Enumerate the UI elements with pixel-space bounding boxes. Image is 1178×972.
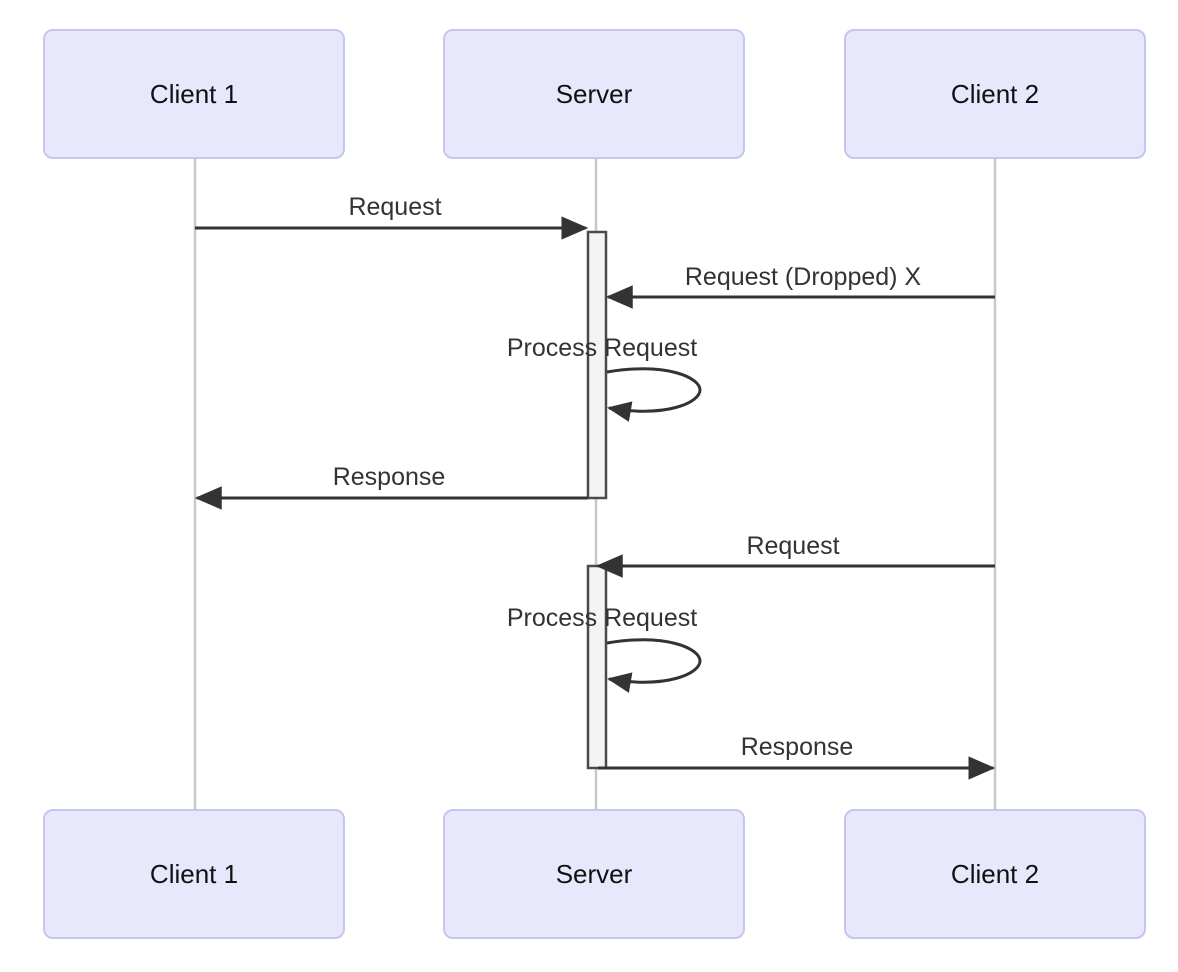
participant-box-rect (844, 809, 1146, 939)
participant-box-top-server[interactable]: Server (443, 29, 745, 159)
participant-box-rect (443, 29, 745, 159)
activation-bar-server-2 (586, 564, 608, 770)
message-response-server-to-client2[interactable]: Response (598, 733, 996, 780)
self-loop-path (606, 638, 702, 693)
participant-box-bottom-client1[interactable]: Client 1 (43, 809, 345, 939)
activation-bar-server-1 (586, 230, 608, 500)
participant-box-rect (844, 29, 1146, 159)
message-label: Response (741, 733, 854, 761)
participant-box-rect (443, 809, 745, 939)
participant-label: Server (556, 859, 633, 889)
message-label: Process Request (507, 604, 697, 632)
message-request-dropped-client2-to-server[interactable]: Request (Dropped) X (605, 263, 995, 309)
participant-box-top-client1[interactable]: Client 1 (43, 29, 345, 159)
message-request-client2-to-server[interactable]: Request (595, 532, 995, 578)
message-label: Request (Dropped) X (685, 263, 922, 291)
message-label: Request (348, 193, 441, 221)
participant-box-bottom-server[interactable]: Server (443, 809, 745, 939)
message-label: Process Request (507, 334, 697, 362)
message-label: Request (746, 532, 839, 560)
participant-box-rect (43, 809, 345, 939)
participant-label: Client 2 (951, 859, 1039, 889)
participant-label: Server (556, 79, 633, 109)
message-response-server-to-client1[interactable]: Response (194, 463, 588, 510)
participant-boxes-bottom: Client 1 Server Client 2 (43, 809, 1146, 939)
message-label: Response (333, 463, 446, 491)
activation-bars-group (586, 230, 608, 770)
message-process-request-self-loop-1[interactable]: Process Request (507, 334, 702, 422)
participant-label: Client 1 (150, 859, 238, 889)
messages-group: Request Request (Dropped) X Process Requ… (194, 193, 996, 780)
participant-box-rect (43, 29, 345, 159)
participant-boxes-top: Client 1 Server Client 2 (43, 29, 1146, 159)
message-request-client1-to-server[interactable]: Request (195, 193, 589, 240)
participant-box-bottom-client2[interactable]: Client 2 (844, 809, 1146, 939)
participant-label: Client 2 (951, 79, 1039, 109)
participant-label: Client 1 (150, 79, 238, 109)
participant-box-top-client2[interactable]: Client 2 (844, 29, 1146, 159)
self-loop-path (606, 367, 702, 422)
message-process-request-self-loop-2[interactable]: Process Request (507, 604, 702, 693)
